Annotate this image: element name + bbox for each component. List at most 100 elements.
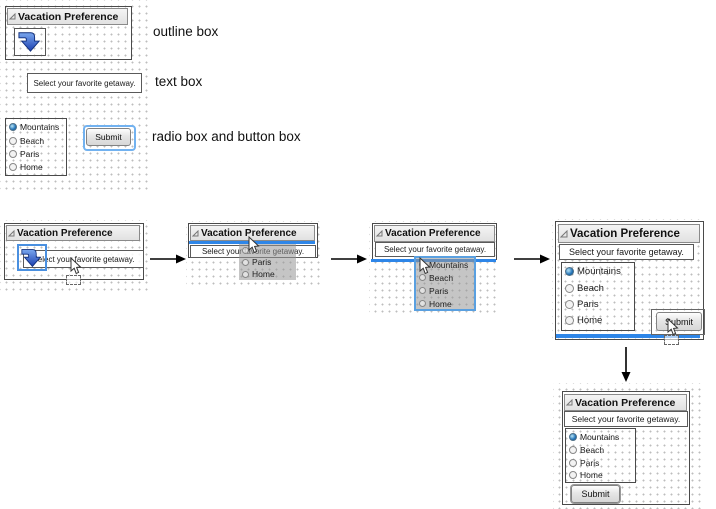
radio-icon[interactable] [565, 283, 574, 293]
outline-box[interactable]: Vacation Preference Select your favorite… [555, 221, 705, 345]
radio-icon[interactable] [569, 446, 577, 455]
submit-button-demo[interactable]: Submit [86, 128, 131, 146]
radio-option-paris[interactable]: Paris [566, 457, 635, 470]
flow-arrow-right-icon [514, 254, 550, 264]
collapse-triangle-icon[interactable] [560, 229, 568, 238]
group-box-title: Vacation Preference [17, 227, 113, 239]
insertion-indicator [556, 334, 700, 338]
dragged-text-box[interactable]: Select your favorite getaway. [23, 250, 144, 268]
getaway-text-box[interactable]: Select your favorite getaway. [564, 411, 688, 427]
text-box-value: Select your favorite getaway. [32, 254, 135, 264]
group-box-header[interactable]: Vacation Preference [6, 225, 140, 241]
text-box-value: Select your favorite getaway. [571, 414, 681, 424]
radio-label: Beach [20, 135, 45, 146]
radio-icon[interactable] [565, 315, 574, 325]
radio-box-demo[interactable]: Mountains Beach Paris Home [5, 118, 67, 176]
radio-option-mountains[interactable]: Mountains [566, 430, 635, 444]
radio-selected-icon[interactable] [9, 123, 17, 131]
outline-box[interactable]: Vacation Preference Select your favorite… [562, 391, 690, 505]
outline-box-demo[interactable]: Vacation Preference [5, 6, 132, 60]
drop-target-box[interactable] [14, 28, 46, 56]
radio-option-home[interactable]: Home [566, 469, 635, 482]
getaway-text-box-demo[interactable]: Select your favorite getaway. [27, 73, 142, 93]
dragged-submit-button[interactable]: Submit [656, 312, 702, 331]
radio-label: Beach [429, 272, 454, 283]
radio-icon [242, 270, 249, 278]
blue-down-arrow-icon [18, 32, 41, 52]
radio-option-beach[interactable]: Beach [6, 134, 66, 147]
outline-box[interactable]: Vacation Preference Select your favorite… [372, 223, 497, 260]
group-box-header[interactable]: Vacation Preference [564, 394, 687, 411]
radio-box[interactable]: Mountains Beach Paris Home [565, 428, 636, 483]
radio-icon[interactable] [569, 458, 577, 467]
radio-option-mountains[interactable]: Mountains [562, 263, 634, 280]
collapse-triangle-icon[interactable] [192, 229, 199, 237]
radio-option-beach[interactable]: Beach [562, 280, 634, 296]
radio-option-beach[interactable]: Beach [566, 444, 635, 457]
button-focus-ring [83, 125, 136, 151]
drag-box-icon [664, 335, 679, 345]
group-box-title: Vacation Preference [385, 228, 481, 239]
radio-icon [419, 287, 426, 294]
design-canvas-step4: Vacation Preference Select your favorite… [552, 219, 705, 345]
group-box-title: Vacation Preference [570, 227, 680, 240]
radio-label: Home [252, 269, 275, 279]
group-box-title: Vacation Preference [18, 10, 119, 23]
group-box-header[interactable]: Vacation Preference [558, 224, 700, 243]
radio-icon[interactable] [9, 136, 17, 145]
radio-option-paris[interactable]: Paris [562, 296, 634, 312]
ghost-radio-option-home: Home [239, 268, 296, 280]
radio-icon[interactable] [565, 299, 574, 309]
radio-option-paris[interactable]: Paris [6, 147, 66, 160]
flow-arrow-right-icon [331, 254, 367, 264]
radio-icon[interactable] [9, 162, 17, 171]
design-canvas-step2: Vacation Preference Select your favorite… [186, 221, 320, 287]
ghost-radio-option-beach: Beach [416, 271, 474, 284]
pointer-cursor-icon [248, 236, 260, 254]
radio-selected-icon[interactable] [565, 267, 574, 276]
group-box-header[interactable]: Vacation Preference [374, 225, 495, 242]
getaway-text-box[interactable]: Select your favorite getaway. [559, 244, 694, 260]
text-box-value: Select your favorite getaway. [33, 78, 136, 88]
group-box-title: Vacation Preference [575, 396, 676, 409]
radio-label: Paris [580, 457, 600, 468]
radio-icon [419, 274, 426, 281]
submit-label: Submit [581, 489, 610, 499]
flow-arrow-right-icon [150, 254, 186, 264]
radio-selected-icon[interactable] [569, 433, 577, 441]
text-box-value: Select your favorite getaway. [383, 245, 487, 254]
radio-option-home[interactable]: Home [6, 160, 66, 173]
radio-option-home[interactable]: Home [562, 312, 634, 328]
selected-drop-target-box[interactable] [17, 244, 47, 271]
legend-text-box: text box [155, 74, 203, 89]
radio-icon[interactable] [9, 149, 17, 158]
radio-option-mountains[interactable]: Mountains [6, 120, 66, 134]
collapse-triangle-icon[interactable] [8, 229, 15, 237]
ghost-radio-option-paris: Paris [416, 284, 474, 297]
radio-label: Beach [580, 445, 605, 456]
drag-cursor-icon [667, 318, 679, 336]
radio-label: Home [577, 314, 603, 326]
radio-label: Paris [577, 298, 599, 310]
radio-label: Home [429, 298, 452, 309]
ghost-radio-option-home: Home [416, 297, 474, 310]
drag-box-icon [66, 275, 81, 285]
radio-label: Mountains [577, 266, 621, 277]
submit-label: Submit [95, 132, 122, 142]
radio-label: Beach [577, 282, 604, 294]
collapse-triangle-icon[interactable] [9, 13, 16, 20]
radio-icon[interactable] [569, 471, 577, 480]
group-box-header[interactable]: Vacation Preference [7, 8, 128, 25]
getaway-text-box[interactable]: Select your favorite getaway. [375, 242, 495, 257]
flow-arrow-down-icon [621, 347, 631, 382]
pointer-cursor-icon [419, 257, 431, 275]
text-box-value: Select your favorite getaway. [569, 247, 684, 257]
collapse-triangle-icon[interactable] [566, 399, 573, 406]
blue-down-arrow-icon [21, 248, 42, 267]
radio-label: Mountains [580, 432, 620, 442]
collapse-triangle-icon[interactable] [376, 230, 383, 237]
submit-button[interactable]: Submit [571, 485, 620, 503]
radio-box[interactable]: Mountains Beach Paris Home [561, 262, 635, 331]
radio-label: Paris [429, 285, 449, 296]
